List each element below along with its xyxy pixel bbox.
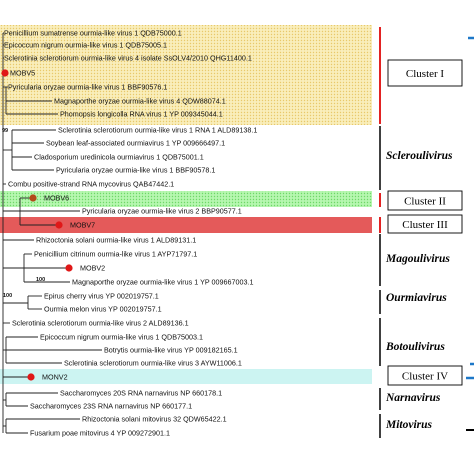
tip-label: Sclerotinia sclerotiorum ourmia-like vir… xyxy=(58,126,257,135)
tip-label: Combu positive-strand RNA mycovirus QAB4… xyxy=(8,180,174,189)
tip-label: Sclerotinia sclerotiorum ourmia-like vir… xyxy=(12,319,189,328)
cluster-label: Cluster I xyxy=(406,68,445,80)
tip-label: Epicoccum nigrum ourmia-like virus 1 QDB… xyxy=(4,41,167,50)
tip-label: Magnaporthe oryzae ourmia-like virus 4 Q… xyxy=(54,97,226,106)
tip-label: Pyricularia oryzae ourmia-like virus 2 B… xyxy=(82,207,242,216)
tip-label: Penicillium citrinum ourmia-like virus 1… xyxy=(34,250,197,259)
cluster-iii-highlight xyxy=(0,217,372,233)
bootstrap-value: 100 xyxy=(3,293,12,299)
clade-annotations: Cluster I Cluster II Cluster III Cluster IV… xyxy=(379,27,474,438)
isolate-marker-icon xyxy=(29,194,37,202)
genus-label: Narnavirus xyxy=(385,392,441,404)
tip-label: MONV2 xyxy=(42,373,68,382)
tip-label: Saccharomyces 23S RNA narnavirus NP 6601… xyxy=(30,402,192,411)
isolate-marker-icon xyxy=(65,264,73,272)
cluster-iv-highlight xyxy=(0,369,372,384)
isolate-marker-icon xyxy=(27,373,35,381)
genus-label: Magoulivirus xyxy=(385,253,450,265)
tip-label: Penicillium sumatrense ourmia-like virus… xyxy=(4,29,182,38)
tip-label: Pyricularia oryzae ourmia-like virus 1 B… xyxy=(56,166,215,175)
highlight-bands xyxy=(0,25,372,384)
tip-label: Pyricularia oryzae ourmia-like virus 1 B… xyxy=(8,83,167,92)
cluster-label: Cluster III xyxy=(402,219,448,231)
tip-label: Epirus cherry virus YP 002019757.1 xyxy=(44,292,159,301)
tip-label: Rhizoctonia solani mitovirus 32 QDW65422… xyxy=(82,415,227,424)
cluster-label: Cluster II xyxy=(404,196,446,208)
tip-labels: Penicillium sumatrense ourmia-like virus… xyxy=(1,29,257,438)
cluster-ii-highlight xyxy=(0,191,372,207)
tip-label: Phomopsis longicolla RNA virus 1 YP 0093… xyxy=(60,110,223,119)
tip-label: Rhizoctonia solani ourmia-like virus 1 A… xyxy=(36,236,196,245)
tip-label: Cladosporium uredinicola ourmiavirus 1 Q… xyxy=(34,153,204,162)
tip-label: Epicoccum nigrum ourmia-like virus 1 QDB… xyxy=(40,333,203,342)
genus-label: Scleroulivirus xyxy=(386,150,453,162)
bootstrap-value: 99 xyxy=(2,128,8,134)
tip-label: Ourmia melon virus YP 002019757.1 xyxy=(44,305,162,314)
tip-label: MOBV6 xyxy=(44,194,69,203)
cluster-label: Cluster IV xyxy=(402,371,448,383)
tip-label: Botrytis ourmia-like virus YP 009182165.… xyxy=(104,346,238,355)
tip-label: MOBV5 xyxy=(10,69,35,78)
genus-label: Ourmiavirus xyxy=(386,292,447,304)
tree-branches xyxy=(2,32,102,434)
cluster-box xyxy=(387,190,463,211)
genus-label: Mitovirus xyxy=(385,419,433,431)
tip-label: MOBV2 xyxy=(80,264,105,273)
tip-label: Sclerotinia sclerotiorum ourmia-like vir… xyxy=(64,359,242,368)
isolate-marker-icon xyxy=(55,221,63,229)
tip-label: Fusarium poae mitovirus 4 YP 009272901.1 xyxy=(30,429,170,438)
genus-label: Botoulivirus xyxy=(385,341,445,353)
bootstrap-values: 99 100 100 xyxy=(2,128,45,299)
cluster-box xyxy=(387,59,463,87)
cluster-box xyxy=(387,214,463,234)
bootstrap-value: 100 xyxy=(36,277,45,283)
tip-label: Magnaporthe oryzae ourmia-like virus 1 Y… xyxy=(72,278,254,287)
isolate-marker-icon xyxy=(1,69,9,77)
tip-label: Sclerotinia sclerotiorum ourmia-like vir… xyxy=(4,54,252,63)
cluster-box xyxy=(387,365,463,386)
tip-label: MOBV7 xyxy=(70,221,95,230)
tip-label: Saccharomyces 20S RNA narnavirus NP 6601… xyxy=(60,389,222,398)
tip-label: Soybean leaf-associated ourmiavirus 1 YP… xyxy=(46,139,225,148)
cluster-i-highlight xyxy=(0,25,372,125)
